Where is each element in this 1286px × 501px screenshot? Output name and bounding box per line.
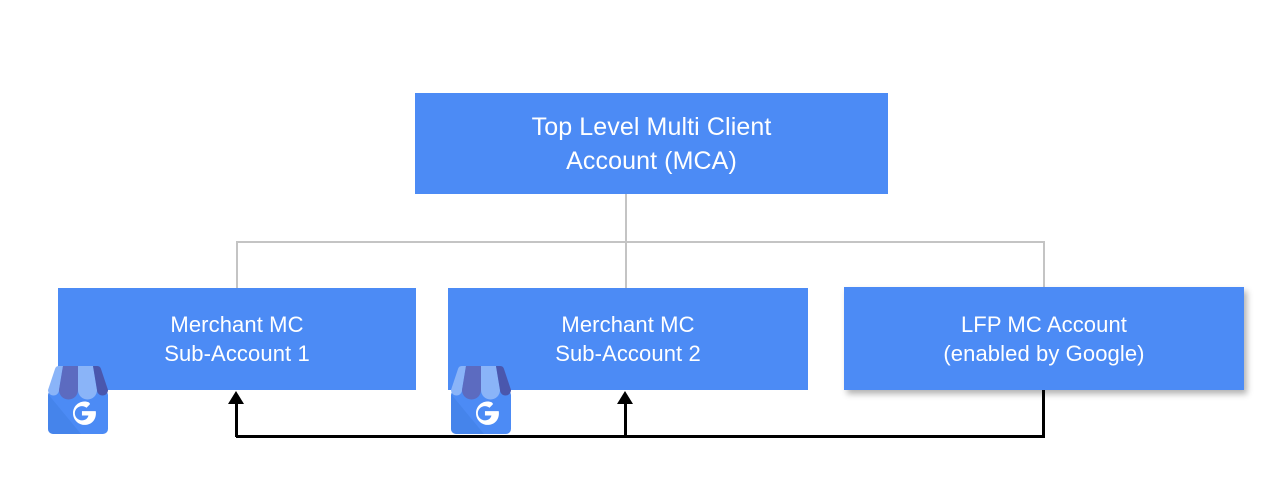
connector-drop-sub1 xyxy=(236,241,238,289)
connector-drop-lfp xyxy=(1043,241,1045,289)
node-merchant-mc-sub-account-1-label: Merchant MC Sub-Account 1 xyxy=(164,312,310,366)
connector-drop-sub2 xyxy=(625,241,627,289)
connector-horizontal-bus xyxy=(236,241,1045,243)
node-merchant-mc-sub-account-1[interactable]: Merchant MC Sub-Account 1 xyxy=(58,288,416,390)
feedback-line-bottom xyxy=(236,435,1045,438)
node-lfp-mc-account[interactable]: LFP MC Account (enabled by Google) xyxy=(844,287,1244,390)
node-top-level-mca-label: Top Level Multi Client Account (MCA) xyxy=(531,112,772,175)
feedback-arrowhead-sub1-icon xyxy=(228,391,244,404)
feedback-arrowhead-sub2-icon xyxy=(617,391,633,404)
google-my-business-storefront-icon xyxy=(48,365,108,434)
feedback-line-to-sub1 xyxy=(235,402,238,437)
feedback-line-from-lfp xyxy=(1042,390,1045,438)
connector-top-stem xyxy=(625,194,627,243)
feedback-line-to-sub2 xyxy=(624,402,627,437)
node-top-level-mca[interactable]: Top Level Multi Client Account (MCA) xyxy=(415,93,888,194)
google-my-business-storefront-icon xyxy=(451,365,511,434)
node-merchant-mc-sub-account-2-label: Merchant MC Sub-Account 2 xyxy=(555,312,701,366)
node-lfp-mc-account-label: LFP MC Account (enabled by Google) xyxy=(943,311,1145,366)
node-merchant-mc-sub-account-2[interactable]: Merchant MC Sub-Account 2 xyxy=(448,288,808,390)
